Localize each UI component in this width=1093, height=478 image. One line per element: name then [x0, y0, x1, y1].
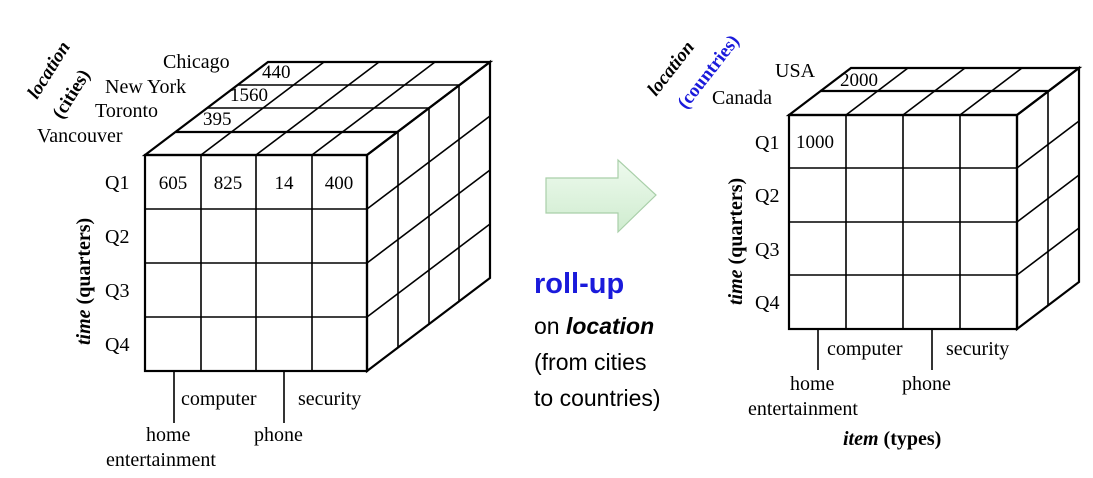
quarter-label: Q2: [755, 185, 779, 207]
right-time-axis-label: time (quarters): [725, 178, 747, 305]
left-time-detail: (quarters): [73, 218, 95, 305]
left-location-axis-label: location (cities): [23, 38, 94, 123]
city-label: Toronto: [95, 100, 158, 122]
q1-cell-value: 400: [325, 173, 354, 194]
q1-cell-value: 825: [214, 173, 243, 194]
quarter-label: Q3: [755, 239, 779, 261]
top-cell-value: 440: [262, 62, 291, 83]
item-label: entertainment: [748, 398, 858, 420]
left-time-axis-label: time (quarters): [73, 218, 95, 345]
right-time-word: time: [725, 269, 747, 305]
left-cube-side-face: [365, 59, 492, 374]
quarter-label: Q4: [755, 292, 779, 314]
top-cell-value: 2000: [840, 70, 878, 91]
item-label: security: [298, 388, 361, 410]
top-cell-value: 395: [203, 109, 232, 130]
q1-cell-value: 605: [159, 173, 188, 194]
right-item-axis-label: item (types): [843, 428, 941, 450]
item-label: computer: [827, 338, 903, 360]
operation-line-3: to countries): [534, 385, 661, 411]
city-label: Chicago: [163, 51, 230, 73]
top-cell-value: 1560: [230, 85, 268, 106]
operation-line-2: (from cities: [534, 349, 646, 375]
q1-cell-value: 14: [275, 173, 295, 194]
left-cube: [141, 59, 494, 423]
left-time-word: time: [73, 309, 95, 345]
item-label: phone: [902, 373, 951, 395]
quarter-label: Q3: [105, 280, 129, 302]
operation-title: roll-up: [534, 268, 624, 300]
quarter-label: Q1: [755, 132, 779, 154]
svg-text:time (quarters): time (quarters): [725, 178, 747, 305]
operation-line-1: on location: [534, 313, 654, 339]
item-label: entertainment: [106, 449, 216, 471]
item-label: security: [946, 338, 1009, 360]
city-label: Vancouver: [37, 125, 123, 147]
right-time-detail: (quarters): [725, 178, 747, 265]
item-label: computer: [181, 388, 257, 410]
country-label: USA: [775, 60, 816, 82]
quarter-label: Q2: [105, 226, 129, 248]
right-cube: [785, 65, 1083, 370]
quarter-label: Q1: [105, 172, 129, 194]
city-label: New York: [105, 76, 186, 98]
country-label: Canada: [712, 87, 772, 109]
svg-text:time (quarters): time (quarters): [73, 218, 95, 345]
right-cube-side-face: [1015, 65, 1081, 332]
item-label: phone: [254, 424, 303, 446]
item-label: home: [146, 424, 191, 446]
roll-up-arrow-icon: [545, 158, 657, 234]
quarter-label: Q4: [105, 334, 129, 356]
q1-cell-value: 1000: [796, 132, 834, 153]
item-label: home: [790, 373, 835, 395]
